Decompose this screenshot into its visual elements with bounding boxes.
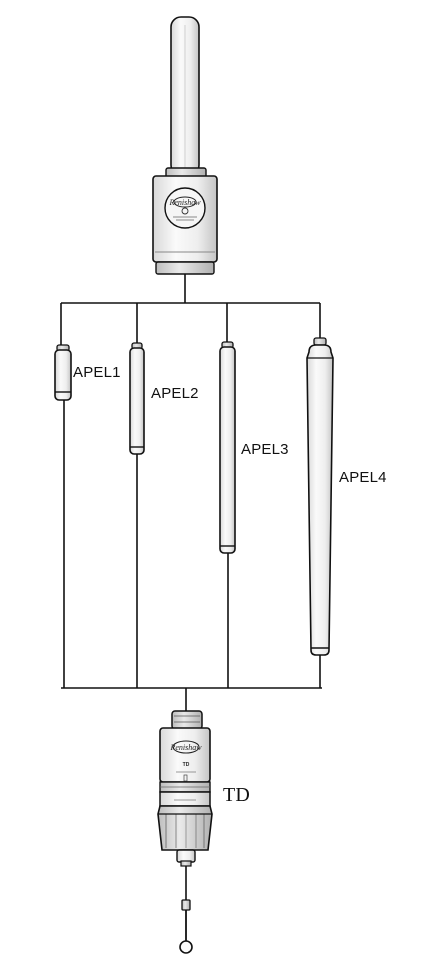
td-module: Renishaw TD [157, 710, 213, 867]
label-apel2: APEL2 [151, 385, 199, 402]
head-logo-badge: Renishaw [164, 187, 206, 229]
td-body-label: TD [183, 762, 190, 768]
label-td: TD [223, 784, 251, 806]
probe-head: Renishaw [152, 16, 218, 275]
label-apel1: APEL1 [73, 364, 121, 381]
head-logo-text: Renishaw [168, 198, 201, 207]
apel2-extension [129, 342, 145, 455]
label-apel3: APEL3 [241, 441, 289, 458]
head-base [155, 261, 215, 275]
stylus [179, 866, 193, 954]
stylus-ball [179, 940, 193, 954]
apel3-extension [219, 341, 236, 554]
connection-lines [60, 274, 322, 712]
apel4-extension [306, 337, 334, 656]
td-logo-text: Renishaw [169, 743, 202, 752]
apel1-extension [54, 344, 72, 401]
label-apel4: APEL4 [339, 469, 387, 486]
